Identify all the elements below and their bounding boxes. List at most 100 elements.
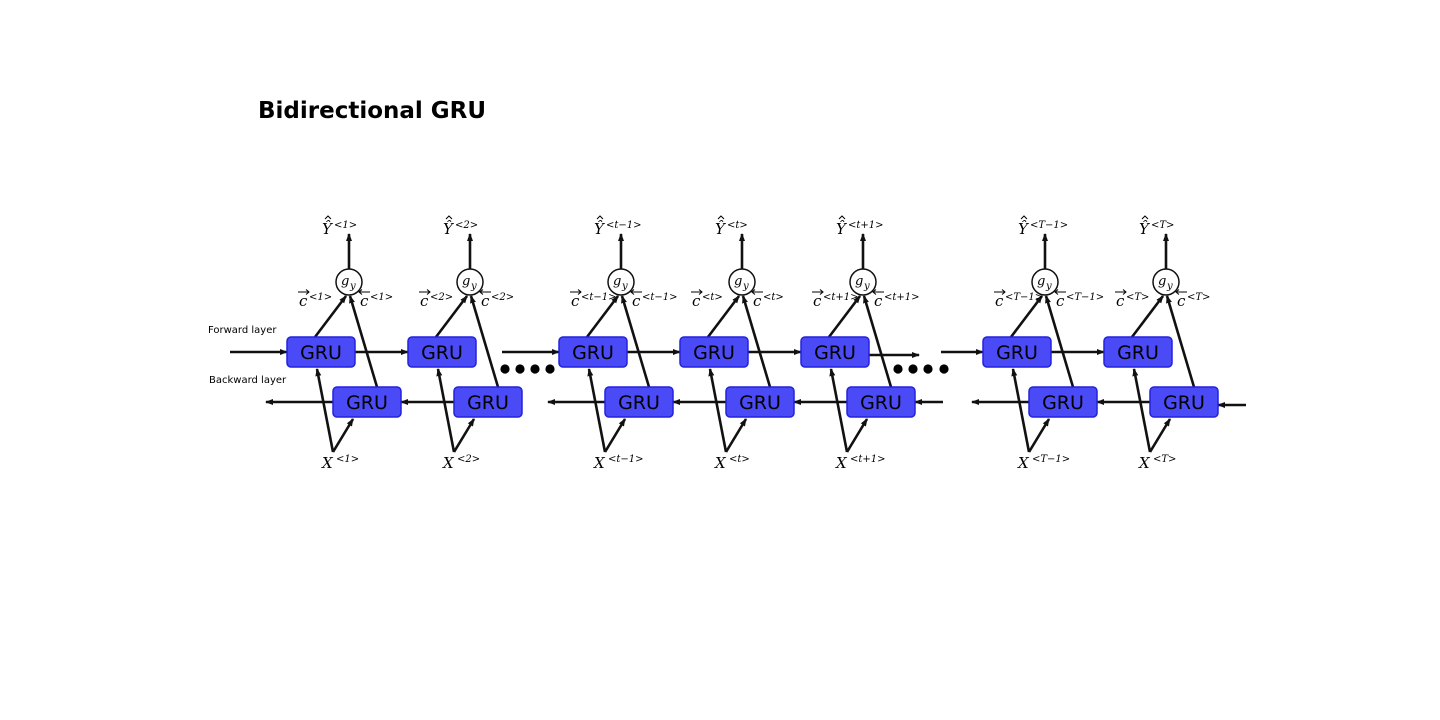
output-gate-label-5: g	[855, 274, 863, 289]
output-gate-circle-7	[1152, 268, 1180, 296]
forward-activation-label-7-symbol: c	[1116, 292, 1125, 310]
input-label-4-symbol: X	[714, 454, 727, 472]
backward-gru-label-6: GRU	[1042, 392, 1084, 414]
forward-activation-label-1-symbol: c	[299, 292, 308, 310]
backward-gru-cell-7: GRU	[1149, 386, 1219, 418]
output-gate-circle-6	[1031, 268, 1059, 296]
input-to-backward-7	[1148, 418, 1172, 453]
forward-gru-cell-6: GRU	[982, 336, 1052, 368]
input-to-backward-2	[452, 418, 476, 453]
backward-gru-box-1	[332, 386, 402, 418]
input-label-3-symbol: X	[593, 454, 606, 472]
input-label-5-superscript: <t+1>	[850, 454, 886, 465]
connections	[230, 233, 1246, 453]
output-label-4-symbol: Ŷ	[715, 220, 727, 238]
backward-activation-label-3: c<t−1>	[630, 289, 678, 310]
ellipsis-dot-right-3	[923, 364, 933, 374]
backward-activation-label-2-symbol: c	[481, 292, 490, 310]
backward-layer-label: Backward layer	[209, 375, 287, 386]
forward-activation-label-3: c<t−1>	[570, 289, 617, 310]
output-label-3-symbol: Ŷ	[594, 220, 606, 238]
output-hat-1	[324, 215, 332, 220]
forward-activation-label-5: c<t+1>	[812, 289, 859, 310]
output-label-7: Ŷ<T>	[1139, 220, 1174, 238]
backward-gru-cell-3: GRU	[604, 386, 674, 418]
output-label-7-superscript: <T>	[1151, 220, 1174, 231]
backward-activation-label-1-symbol: c	[360, 292, 369, 310]
backward-activation-label-1: c<1>	[358, 289, 393, 310]
output-gate-subscript-7: y	[1166, 281, 1173, 292]
output-hat-2	[445, 215, 453, 220]
backward-gru-label-4: GRU	[739, 392, 781, 414]
forward-to-output-4	[706, 295, 741, 338]
backward-gru-label-3: GRU	[618, 392, 660, 414]
forward-gru-cell-3: GRU	[558, 336, 628, 368]
output-gate-subscript-2: y	[470, 281, 477, 292]
forward-gru-box-2	[407, 336, 477, 368]
output-label-5-superscript: <t+1>	[848, 220, 884, 231]
backward-activation-label-5-superscript: <t+1>	[884, 292, 920, 303]
forward-activation-label-2: c<2>	[419, 289, 453, 310]
forward-activation-label-7: c<T>	[1115, 289, 1149, 310]
input-label-6-superscript: <T−1>	[1032, 454, 1070, 465]
forward-activation-label-5-symbol: c	[813, 292, 822, 310]
backward-activation-label-3-vector-arrowhead	[630, 289, 635, 295]
ellipsis-dot-left-3	[530, 364, 540, 374]
forward-activation-label-3-vector-arrowhead	[577, 289, 582, 295]
backward-activation-label-2-vector-arrowhead	[479, 289, 484, 295]
input-label-1: X<1>	[321, 454, 359, 472]
output-gate-subscript-6: y	[1045, 281, 1052, 292]
input-label-6-symbol: X	[1017, 454, 1030, 472]
backward-activation-label-3-symbol: c	[632, 292, 641, 310]
output-label-3: Ŷ<t−1>	[594, 220, 642, 238]
input-to-forward-1	[315, 368, 335, 453]
output-label-6: Ŷ<T−1>	[1018, 220, 1068, 238]
forward-activation-label-2-symbol: c	[420, 292, 429, 310]
input-to-backward-5	[845, 418, 869, 453]
output-gate-subscript-5: y	[863, 281, 870, 292]
backward-activation-label-4-symbol: c	[753, 292, 762, 310]
output-label-4: Ŷ<t>	[715, 220, 748, 238]
backward-gru-label-5: GRU	[860, 392, 902, 414]
forward-to-output-7	[1130, 295, 1165, 338]
input-label-3: X<t−1>	[593, 454, 644, 472]
output-label-2-symbol: Ŷ	[443, 220, 455, 238]
backward-activation-label-7-vector-arrowhead	[1175, 289, 1180, 295]
input-to-backward-1	[331, 418, 355, 453]
backward-gru-cell-4: GRU	[725, 386, 795, 418]
backward-gru-label-7: GRU	[1163, 392, 1205, 414]
output-gate-subscript-3: y	[621, 281, 628, 292]
output-label-2-superscript: <2>	[455, 220, 478, 231]
forward-activation-label-6-superscript: <T−1>	[1005, 292, 1043, 303]
backward-activation-label-6-symbol: c	[1056, 292, 1065, 310]
ellipsis-dot-left-2	[515, 364, 525, 374]
page-title: Bidirectional GRU	[258, 98, 487, 124]
backward-to-output-7	[1165, 295, 1196, 388]
forward-to-output-6	[1009, 295, 1044, 338]
output-label-6-symbol: Ŷ	[1018, 220, 1030, 238]
forward-activation-label-7-vector-arrowhead	[1122, 289, 1127, 295]
output-gate-circle-5	[849, 268, 877, 296]
input-label-7-symbol: X	[1138, 454, 1151, 472]
backward-activation-label-5-vector-arrowhead	[872, 289, 877, 295]
output-label-5-symbol: Ŷ	[836, 220, 848, 238]
input-to-backward-4	[724, 418, 748, 453]
backward-activation-label-3-superscript: <t−1>	[642, 292, 678, 303]
forward-gru-cell-1: GRU	[286, 336, 356, 368]
backward-activation-label-1-superscript: <1>	[370, 292, 393, 303]
input-label-4: X<t>	[714, 454, 750, 472]
backward-activation-label-6-superscript: <T−1>	[1066, 292, 1104, 303]
input-label-5: X<t+1>	[835, 454, 886, 472]
output-gate-circle-2	[456, 268, 484, 296]
output-hat-5	[838, 215, 846, 220]
input-label-3-superscript: <t−1>	[608, 454, 644, 465]
output-gate-circle-4	[728, 268, 756, 296]
forward-gru-label-7: GRU	[1117, 342, 1159, 364]
backward-activation-label-1-vector-arrowhead	[358, 289, 363, 295]
backward-gru-box-7	[1149, 386, 1219, 418]
backward-activation-label-7: c<T>	[1175, 289, 1210, 310]
backward-gru-cell-5: GRU	[846, 386, 916, 418]
backward-activation-label-5-symbol: c	[874, 292, 883, 310]
